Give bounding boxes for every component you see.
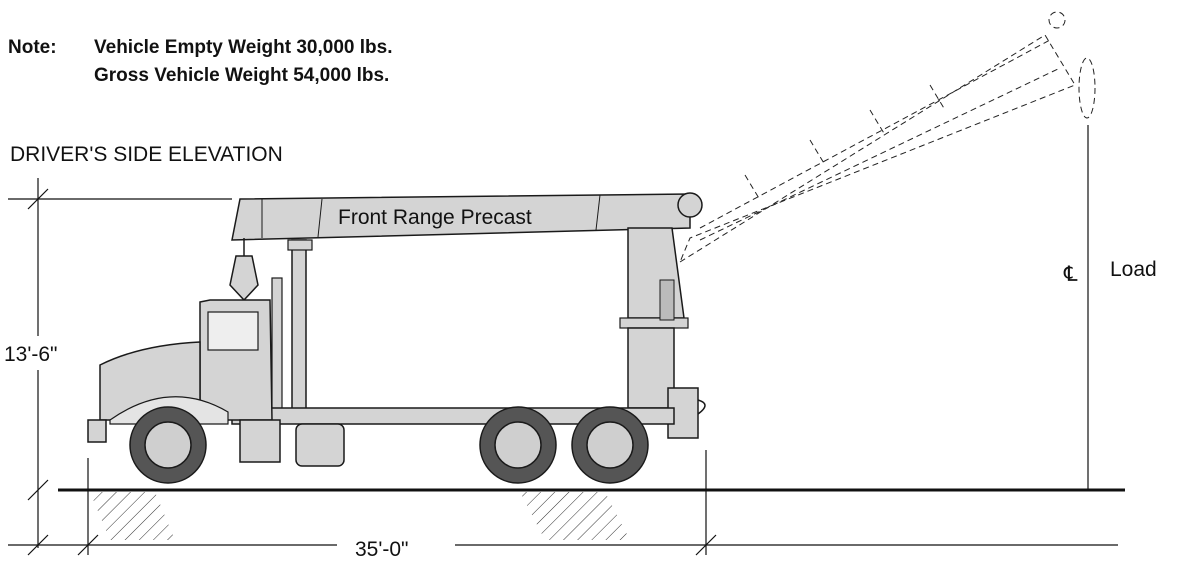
length-tick-front: [77, 534, 99, 556]
length-dimension: 35'-0": [355, 538, 409, 561]
front-bumper: [87, 419, 107, 443]
load-label: Load: [1110, 258, 1157, 281]
cab-window: [207, 311, 259, 351]
crane-boom: [231, 193, 691, 241]
extended-boom-dashed: [678, 11, 1096, 264]
front-wheel: [129, 406, 207, 484]
centerline-symbol: ℄: [1063, 263, 1078, 286]
exhaust-stack: [271, 277, 283, 419]
weight-note: Note: Vehicle Empty Weight 30,000 lbs. Gr…: [8, 34, 393, 90]
rear-wheel-1: [479, 406, 557, 484]
boom-sheave: [677, 192, 703, 218]
height-dimension: 13'-6": [4, 343, 58, 366]
elevation-title: DRIVER'S SIDE ELEVATION: [10, 143, 283, 166]
soil-hatch-rear: [520, 492, 630, 540]
fuel-tank: [295, 423, 345, 467]
length-tick-rear: [695, 534, 717, 556]
height-tick-top: [27, 188, 49, 210]
note-label: Note:: [8, 37, 57, 58]
cab-step-box: [239, 419, 281, 463]
gross-weight-text: Gross Vehicle Weight 54,000 lbs.: [94, 65, 390, 86]
crane-mast: [627, 227, 685, 319]
hook-block: [229, 255, 259, 302]
empty-weight-text: Vehicle Empty Weight 30,000 lbs.: [94, 37, 393, 58]
height-tick-bottom: [27, 479, 49, 501]
boom-lettering: Front Range Precast: [338, 206, 532, 229]
soil-hatch-front: [90, 492, 175, 540]
boom-rest-strut: [291, 239, 307, 423]
rear-wheel-2: [571, 406, 649, 484]
